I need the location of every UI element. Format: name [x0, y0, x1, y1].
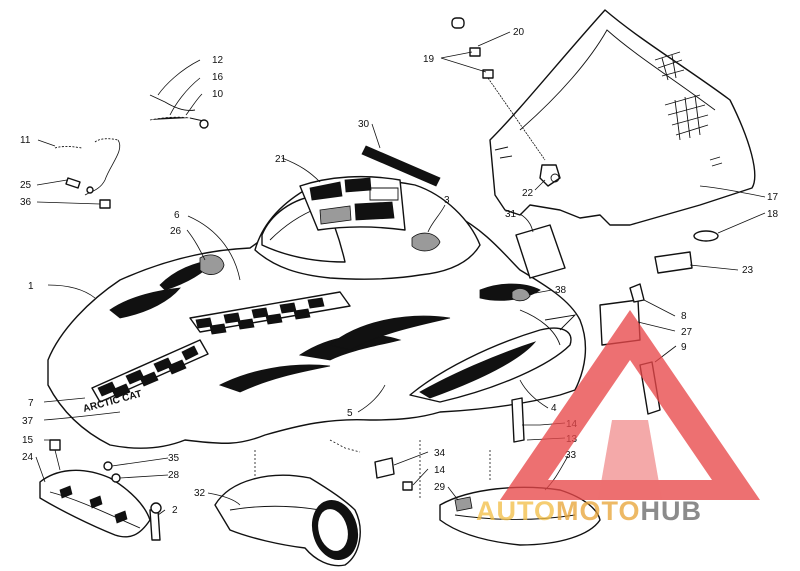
label-23 — [654, 251, 693, 274]
callout-1: 1 — [28, 281, 34, 292]
svg-text:AUTOMOTOHUB: AUTOMOTOHUB — [476, 496, 702, 526]
decal-30 — [361, 145, 441, 187]
callout-30: 30 — [358, 119, 370, 130]
watermark-triangle — [500, 310, 760, 500]
cable-assembly — [54, 94, 209, 209]
duct-33 — [439, 486, 601, 546]
callout-14-lower: 14 — [434, 465, 446, 476]
callout-26: 26 — [170, 226, 182, 237]
callout-21: 21 — [275, 154, 287, 165]
callout-12: 12 — [212, 55, 224, 66]
callout-19: 19 — [423, 54, 435, 65]
callout-8: 8 — [681, 311, 687, 322]
callout-28: 28 — [168, 470, 180, 481]
callout-18: 18 — [767, 209, 779, 220]
bracket-8 — [629, 283, 645, 303]
windshield-fasteners — [451, 17, 561, 187]
callout-6: 6 — [174, 210, 180, 221]
windshield-reflection-hatch — [654, 51, 723, 167]
callout-3: 3 — [444, 195, 450, 206]
hinge-13 — [511, 397, 525, 443]
callout-20: 20 — [513, 27, 525, 38]
watermark-hub: HUB — [641, 496, 703, 526]
callout-36: 36 — [20, 197, 32, 208]
checkered-stripe — [91, 291, 351, 403]
callout-numbers: 1 2 3 4 5 6 7 8 9 10 11 12 13 14 14 15 1… — [20, 27, 779, 516]
callout-7: 7 — [28, 398, 34, 409]
callout-17: 17 — [767, 192, 779, 203]
callout-16: 16 — [212, 72, 224, 83]
callout-33: 33 — [565, 450, 577, 461]
watermark-moto: MOTO — [556, 496, 641, 526]
hood: ARCTIC CAT — [47, 175, 587, 449]
callout-38: 38 — [555, 285, 567, 296]
callout-22: 22 — [522, 188, 534, 199]
reflector-31 — [515, 224, 566, 279]
callout-31: 31 — [505, 209, 517, 220]
callout-29: 29 — [434, 482, 446, 493]
watermark-logo: AUTOMOTOHUB — [476, 310, 760, 526]
callout-10: 10 — [212, 89, 224, 100]
callout-27: 27 — [681, 327, 693, 338]
callout-9: 9 — [681, 342, 687, 353]
callout-11: 11 — [20, 135, 31, 146]
callout-34: 34 — [434, 448, 446, 459]
callout-35: 35 — [168, 453, 180, 464]
bracket-34 — [374, 457, 395, 479]
callout-5: 5 — [347, 408, 353, 419]
washer-18 — [693, 230, 719, 242]
callout-2: 2 — [172, 505, 178, 516]
callout-24: 24 — [22, 452, 34, 463]
callout-32: 32 — [194, 488, 206, 499]
watermark-auto: AUTO — [476, 496, 556, 526]
duct-32 — [214, 474, 361, 567]
flame-graphics — [218, 309, 577, 403]
callout-25: 25 — [20, 180, 32, 191]
callout-37: 37 — [22, 416, 34, 427]
callout-23: 23 — [742, 265, 754, 276]
callout-15: 15 — [22, 435, 34, 446]
callout-4: 4 — [551, 403, 557, 414]
bracket-24 — [39, 469, 151, 538]
